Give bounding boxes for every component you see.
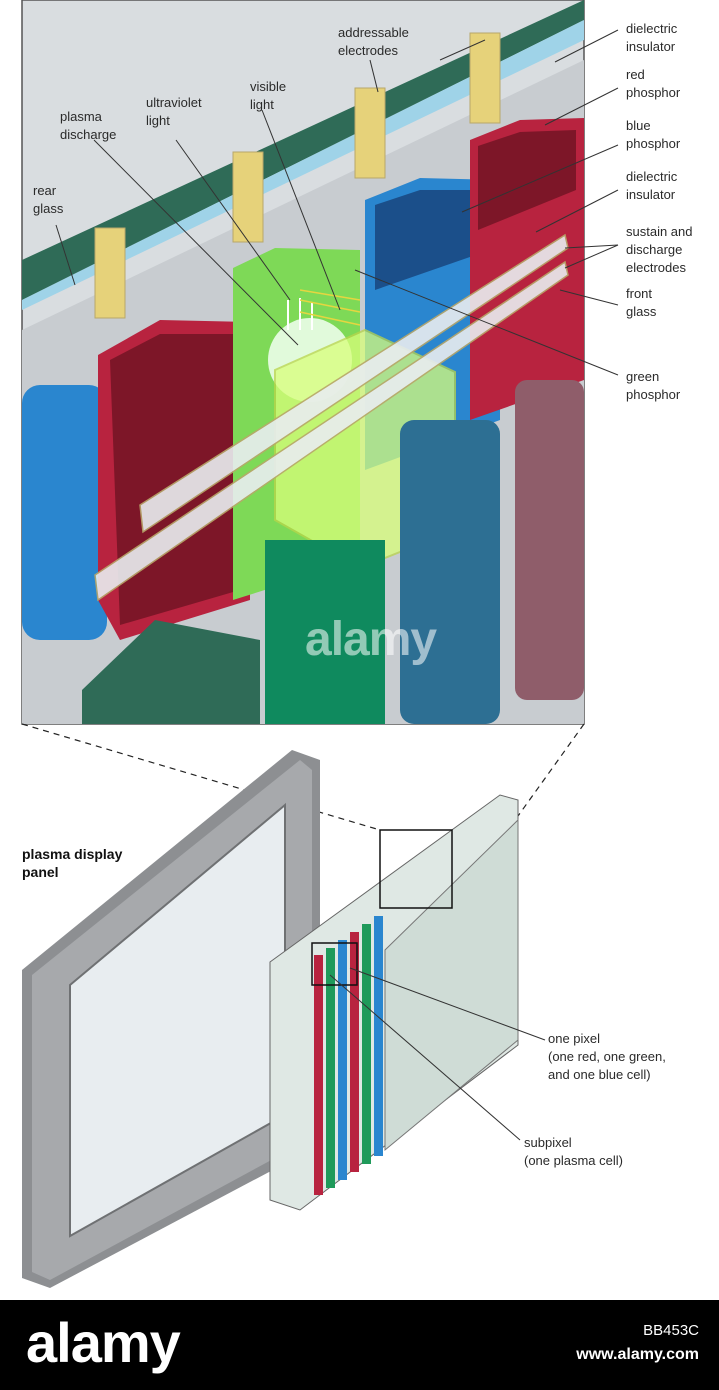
footer-logo: alamy: [26, 1311, 181, 1374]
rear-glass: [22, 0, 584, 300]
label-green-phosphor: green phosphor: [626, 369, 681, 402]
sustain-electrode-2: [94, 260, 569, 602]
label-blue-phosphor: blue phosphor: [626, 118, 681, 151]
leader-lines-upper: [55, 29, 619, 376]
footer-bar: alamy BB453C www.alamy.com: [0, 1300, 719, 1390]
footer-url[interactable]: www.alamy.com: [576, 1346, 699, 1363]
subpixel-columns: [314, 916, 383, 1195]
plasma-monitor: [22, 750, 320, 1288]
visible-light-rays: [299, 289, 361, 326]
label-plasma-display-panel: plasma display panel: [22, 846, 123, 880]
label-dielectric-insulator-front: dielectric insulator: [626, 169, 678, 202]
watermark: alamy: [305, 613, 437, 666]
ultraviolet-arrows: [287, 298, 313, 330]
label-visible-light: visible light: [250, 79, 287, 112]
dielectric-insulator-rear: [22, 20, 584, 310]
label-ultraviolet-light: ultraviolet light: [146, 95, 202, 128]
label-sustain-discharge-electrodes: sustain and discharge electrodes: [626, 224, 693, 275]
label-addressable-electrodes: addressable electrodes: [338, 25, 409, 58]
pixel-highlight-box: [311, 942, 358, 986]
label-red-phosphor: red phosphor: [626, 67, 681, 100]
label-front-glass: front glass: [626, 286, 657, 319]
addressable-electrode-2: [232, 151, 264, 243]
addressable-electrode-1: [94, 227, 126, 319]
display-panel-exploded: [269, 794, 546, 1211]
zoom-source-box: [379, 829, 453, 909]
label-plasma-discharge: plasma discharge: [60, 109, 117, 142]
label-rear-glass: rear glass: [33, 183, 64, 216]
label-dielectric-insulator-top: dielectric insulator: [626, 21, 678, 54]
addressable-electrode-4: [469, 32, 501, 124]
footer-image-id: BB453C: [643, 1322, 699, 1339]
leader-lines-lower: [329, 967, 546, 1141]
label-one-pixel: one pixel (one red, one green, and one b…: [548, 1031, 666, 1082]
label-subpixel: subpixel (one plasma cell): [524, 1135, 623, 1168]
detail-panel: [21, 0, 585, 725]
blue-phosphor-cell: [22, 385, 107, 640]
addressable-electrode-3: [354, 87, 386, 179]
